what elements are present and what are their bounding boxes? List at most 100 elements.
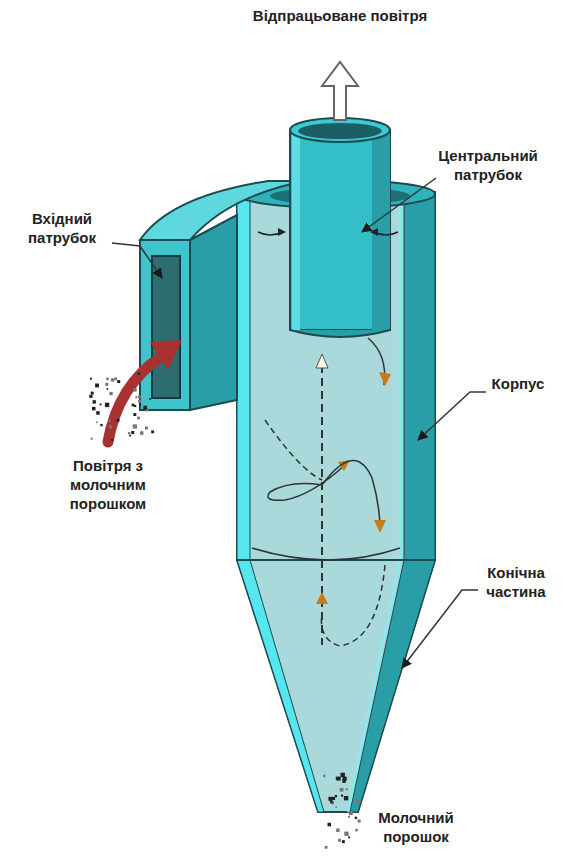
illustration-part — [337, 777, 341, 781]
illustration-part — [114, 378, 117, 381]
illustration-part — [348, 836, 350, 838]
illustration-part — [96, 411, 100, 415]
illustration-part — [316, 592, 328, 604]
illustration-part — [138, 400, 141, 403]
illustration-part — [328, 797, 332, 801]
illustration-part — [128, 432, 130, 434]
illustration-part — [108, 356, 162, 442]
illustration-part — [112, 243, 162, 278]
illustration-part — [265, 420, 322, 480]
illustration-part — [111, 378, 114, 381]
inlet-pipe — [140, 181, 305, 410]
illustration-part — [93, 400, 96, 403]
illustration-part — [418, 392, 486, 440]
illustration-part — [100, 404, 102, 406]
illustration-part — [91, 438, 93, 440]
illustration-part — [321, 565, 385, 646]
illustration-part — [341, 773, 345, 777]
illustration-part — [138, 395, 141, 398]
illustration-part — [109, 420, 111, 422]
illustration-part — [336, 829, 340, 833]
illustration-part — [252, 548, 400, 560]
illustration-part — [95, 384, 99, 388]
part-label: Повітря з молочним порошком — [49, 456, 167, 513]
illustration-part — [89, 395, 92, 398]
illustration-part — [362, 178, 436, 232]
illustration-part — [111, 439, 113, 441]
illustration-part — [335, 795, 337, 797]
illustration-part — [133, 388, 137, 392]
illustration-part — [343, 780, 345, 782]
illustration-part — [92, 407, 96, 411]
illustration-part — [105, 383, 108, 386]
illustration-part — [145, 427, 148, 430]
illustration-part — [402, 590, 478, 668]
illustration-part — [278, 228, 286, 236]
illustration-part — [292, 130, 300, 330]
illustration-part — [330, 800, 333, 803]
illustration-part — [151, 430, 154, 433]
illustration-part — [100, 424, 102, 426]
illustration-part — [374, 520, 386, 533]
illustration-part — [143, 406, 147, 410]
illustration-part — [290, 130, 390, 330]
illustration-part — [137, 417, 140, 420]
part-label: Конічна частина — [474, 563, 558, 601]
illustration-part — [322, 62, 358, 120]
illustration-part — [335, 806, 337, 808]
illustration-part — [323, 775, 326, 778]
illustration-part — [342, 780, 345, 783]
illustration-part — [290, 330, 390, 337]
illustration-part — [336, 777, 339, 780]
air-exit-arrow — [322, 62, 358, 120]
leader-lines — [112, 178, 486, 668]
illustration-part — [341, 795, 343, 797]
illustration-part — [325, 846, 328, 849]
illustration-part — [355, 829, 358, 832]
illustration-part — [290, 118, 390, 142]
part-label: Центральний патрубок — [428, 146, 548, 184]
illustration-part — [298, 123, 382, 139]
illustration-part — [106, 378, 109, 381]
illustration-part — [348, 816, 350, 818]
illustration-part — [344, 796, 348, 800]
illustration-part — [117, 419, 120, 422]
illustration-part — [370, 228, 378, 236]
part-label: Молочний порошок — [364, 808, 468, 846]
illustration-part — [322, 461, 380, 530]
illustration-part — [340, 788, 344, 792]
illustration-part — [131, 431, 134, 434]
powder-particles — [89, 373, 360, 849]
inflow-arrow — [108, 340, 182, 442]
flow-lines — [265, 338, 391, 646]
illustration-part — [138, 373, 140, 375]
illustration-part — [133, 424, 137, 428]
illustration-part — [139, 403, 141, 405]
illustration-part — [338, 839, 341, 842]
illustration-part — [356, 800, 360, 804]
illustration-part — [342, 840, 345, 843]
illustration-part — [109, 420, 111, 422]
illustration-part — [135, 396, 137, 398]
part-label: Відпрацьоване повітря — [250, 6, 430, 25]
part-label: Вхідний патрубок — [7, 209, 117, 247]
illustration-part — [328, 823, 332, 827]
part-label: Корпус — [483, 374, 553, 393]
illustration-part — [358, 820, 361, 823]
illustration-part — [344, 832, 348, 836]
illustration-part — [129, 435, 131, 437]
illustration-part — [90, 378, 92, 380]
illustration-part — [96, 422, 98, 424]
illustration-part — [349, 811, 353, 815]
illustration-part — [109, 425, 112, 428]
illustration-part — [133, 413, 136, 416]
illustration-part — [140, 181, 305, 240]
illustration-part — [331, 801, 334, 804]
central-pipe — [258, 118, 398, 337]
illustration-part — [140, 240, 190, 410]
illustration-part — [316, 354, 328, 368]
illustration-part — [346, 788, 348, 790]
illustration-part — [109, 392, 112, 395]
illustration-part — [190, 215, 237, 410]
